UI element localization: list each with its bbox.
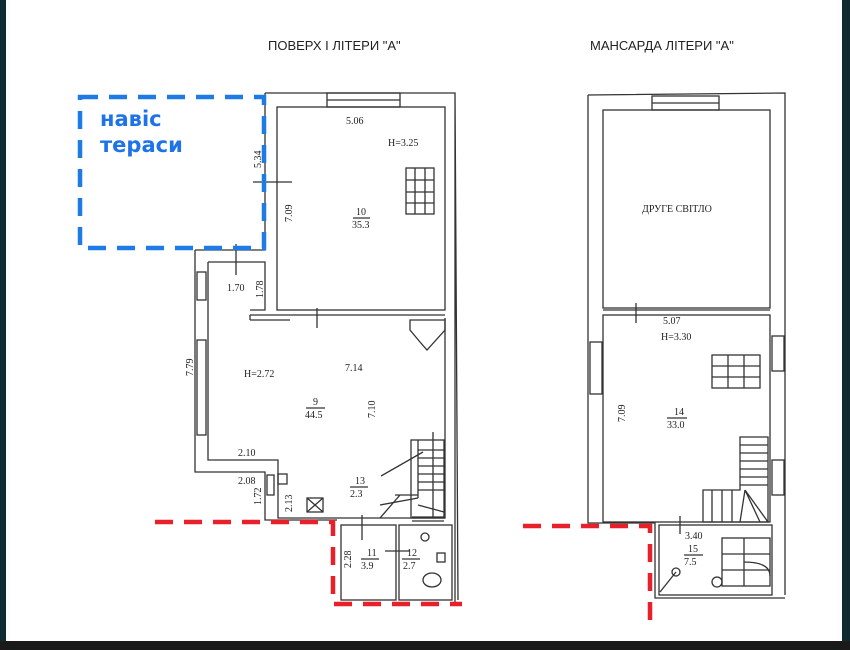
dimension-label: 7.09: [284, 205, 295, 223]
room-area: 2.7: [403, 561, 416, 572]
room-11: [340, 524, 397, 601]
room-number: 9: [313, 397, 318, 408]
staircase-icon: [702, 436, 769, 523]
room-number: 12: [407, 548, 417, 559]
attic-title: МАНСАРДА ЛІТЕРИ "А": [590, 38, 734, 53]
room-area: 3.9: [361, 561, 374, 572]
staircase-icon: [379, 432, 445, 519]
room-height: H=3.25: [388, 138, 418, 149]
window: [771, 335, 785, 372]
dimension-label: 1.70: [227, 283, 245, 294]
dimension-label: 5.06: [346, 116, 364, 127]
room-number: 11: [367, 548, 377, 559]
room-area: 44.5: [305, 410, 323, 421]
dimension-label: 1.78: [255, 281, 266, 299]
attic-plan: ДРУГЕ СВІТЛО 5.07 H=3.30 7.09 14 33.0 3.…: [587, 92, 786, 599]
window: [589, 341, 603, 395]
canopy-label: тераси: [100, 133, 183, 157]
skylight-icon: [405, 167, 435, 215]
dimension-label: 5.07: [663, 316, 681, 327]
dimension-label: 2.13: [284, 495, 295, 513]
room-area: 35.3: [352, 220, 370, 231]
window: [196, 271, 207, 301]
dimension-label: 1.72: [253, 488, 264, 506]
shower-icon: [659, 567, 681, 593]
dimension-label: 7.10: [367, 401, 378, 419]
shower-icon: [420, 532, 430, 542]
dimension-label: 5.34: [253, 151, 264, 169]
room-area: 7.5: [684, 557, 697, 568]
room-number: 10: [356, 207, 366, 218]
canopy-label: навіс: [100, 107, 162, 131]
toilet-icon: [711, 576, 723, 588]
boundary-line: [523, 523, 653, 620]
ground-floor-title: ПОВЕРХ І ЛІТЕРИ "А": [268, 38, 401, 53]
room-12: [398, 524, 453, 601]
room-15: [658, 524, 773, 596]
dimension-label: 2.10: [238, 448, 256, 459]
dimension-label: 3.40: [685, 531, 703, 542]
room-14: [602, 314, 771, 523]
room-number: 14: [674, 407, 684, 418]
skylight-icon: [711, 354, 761, 389]
room-area: 33.0: [667, 420, 685, 431]
toilet-icon: [422, 572, 442, 588]
dimension-label: 2.08: [238, 476, 256, 487]
dimension-label: 7.79: [185, 359, 196, 377]
outer-wall: [194, 92, 459, 605]
dimension-label: 2.28: [343, 551, 354, 569]
room-area: 2.3: [350, 489, 363, 500]
boundary-line: [155, 519, 462, 607]
fireplace-icon: [409, 319, 446, 351]
ground-floor-plan: 5.06 H=3.25 5.34 7.09 10 35.3 1.70 1.78 …: [185, 92, 459, 605]
dimension-label: 7.09: [617, 405, 628, 423]
bottom-border: [0, 641, 850, 650]
terrace-canopy-outline: [77, 94, 267, 251]
second-light-label: ДРУГЕ СВІТЛО: [642, 204, 712, 215]
room-number: 13: [355, 476, 365, 487]
ventilation-icon: [306, 497, 324, 513]
window: [196, 339, 207, 436]
room-height: H=3.30: [661, 332, 691, 343]
window: [771, 459, 785, 496]
room-height: H=2.72: [244, 369, 274, 380]
bathtub-icon: [721, 537, 771, 587]
room-number: 15: [688, 544, 698, 555]
dimension-label: 7.14: [345, 363, 363, 374]
